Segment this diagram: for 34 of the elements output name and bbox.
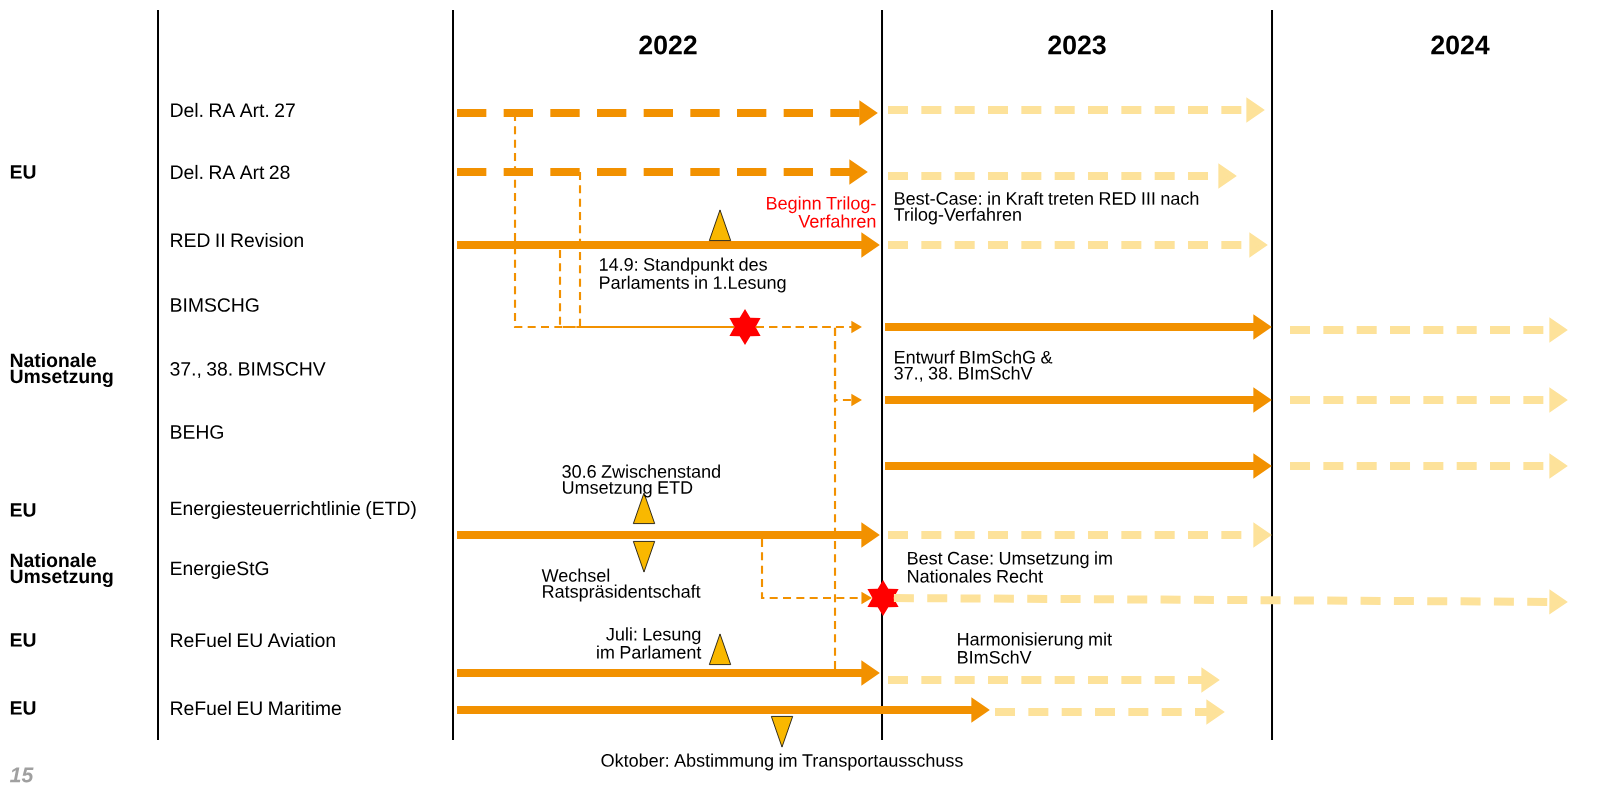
- annotation-text: Harmonisierung mit BImSchV: [958, 632, 1112, 664]
- star-marker: [867, 580, 899, 616]
- annotation-text: Juli: Lesung im Parlament: [597, 627, 702, 659]
- connector-line: [755, 325, 837, 669]
- annotation-text: Best-Case: in Kraft treten RED III nach Trilog-Verfahren: [894, 191, 1199, 225]
- annotation-text: Wechsel Ratspräsidentschaft: [541, 568, 701, 602]
- year-heading: 2024: [1431, 35, 1490, 55]
- row-label: EnergieStG: [171, 561, 269, 579]
- group-label: Nationale Umsetzung: [10, 352, 113, 388]
- annotation-text: Entwurf BImSchG & 37., 38. BImSchV: [894, 350, 1053, 382]
- group-label: EU: [10, 503, 36, 517]
- year-heading: 2023: [1048, 35, 1106, 55]
- row-label: BIMSCHG: [171, 298, 259, 312]
- row-label: Del. RA Art 28: [171, 164, 290, 180]
- group-label: Nationale Umsetzung: [10, 552, 113, 588]
- row-label: BEHG: [171, 425, 223, 439]
- row-label: 37., 38. BIMSCHV: [170, 362, 326, 378]
- annotation-text: Beginn Trilog-Verfahren: [767, 196, 876, 228]
- star-marker: [729, 309, 761, 345]
- row-label: Del. RA Art. 27: [171, 102, 295, 118]
- year-heading: 2022: [639, 35, 697, 55]
- row-label: RED II Revision: [171, 232, 303, 248]
- group-label: EU: [10, 165, 36, 179]
- annotation-text: Oktober: Abstimmung im Transportausschuss: [601, 753, 963, 771]
- annotation-text: 14.9: Standpunkt des Parlaments in 1.Lesung: [600, 257, 786, 293]
- row-label: ReFuel EU Aviation: [171, 632, 335, 648]
- row-label: ReFuel EU Maritime: [171, 700, 341, 716]
- page-number: 15: [9, 767, 34, 783]
- group-label: EU: [10, 701, 36, 715]
- annotation-text: Best Case: Umsetzung im Nationales Recht: [908, 551, 1112, 583]
- annotation-text: 30.6 Zwischenstand Umsetzung ETD: [562, 464, 720, 498]
- connector-line: [578, 172, 735, 329]
- row-label: Energiesteuerrichtlinie (ETD): [171, 501, 416, 519]
- group-label: EU: [10, 633, 36, 647]
